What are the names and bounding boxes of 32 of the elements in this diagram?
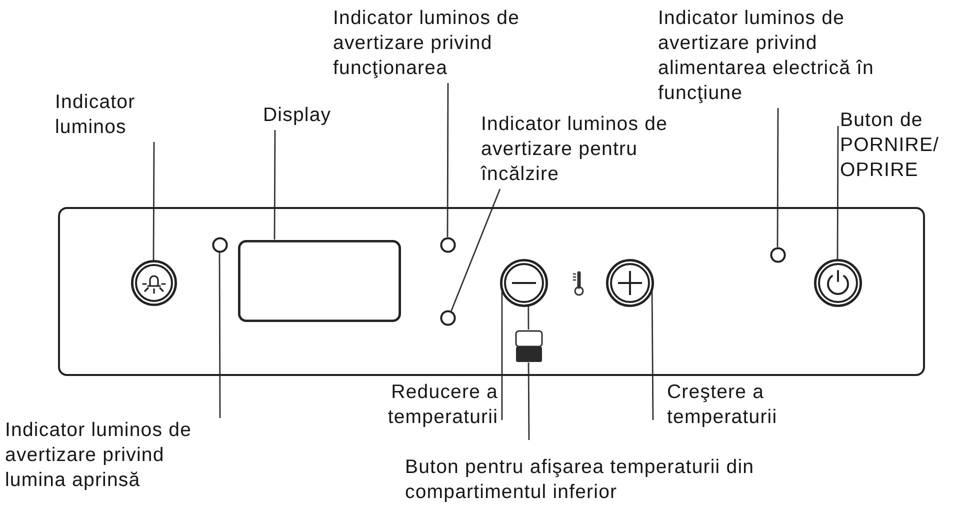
power-button	[814, 258, 862, 306]
leader-line	[218, 252, 221, 418]
indicator-light	[212, 236, 228, 252]
callout-label: Display	[263, 103, 363, 128]
control-panel	[58, 207, 925, 376]
callout-label: Indicator luminos de avertizare pentru încălzire	[481, 112, 711, 187]
callout-label: Buton de PORNIRE/ OPRIRE	[840, 108, 958, 183]
leader-line	[776, 108, 779, 247]
leader-line	[152, 142, 155, 260]
callout-label: Indicator luminos de avertizare privind funcţionarea	[333, 6, 548, 81]
leader-line	[528, 362, 530, 440]
leader-line	[450, 188, 501, 312]
leader-line	[501, 292, 503, 420]
plus-button	[606, 258, 654, 306]
indicator-light	[440, 236, 456, 252]
leader-line	[651, 289, 654, 420]
leader-line	[446, 83, 449, 237]
indicator-light	[770, 246, 786, 262]
compartment-icon	[514, 330, 542, 362]
callout-label: Reducere a temperaturii	[340, 380, 498, 430]
display-screen	[238, 240, 400, 322]
leader-line	[274, 130, 276, 240]
leader-line	[528, 305, 530, 330]
light-button	[130, 260, 176, 306]
callout-label: Indicator luminos de avertizare privind lumina aprinsă	[5, 418, 220, 493]
callout-label: Indicator luminos de avertizare privind alimentarea electrică în funcţiune	[658, 6, 888, 106]
callout-label: Creştere a temperaturii	[667, 380, 837, 430]
minus-button	[500, 258, 548, 306]
indicator-light	[440, 310, 456, 326]
callout-label: Indicator luminos	[55, 90, 175, 140]
callout-label: Buton pentru afişarea temperaturii din compartimentul inferior	[405, 455, 755, 505]
leader-line	[836, 126, 839, 259]
